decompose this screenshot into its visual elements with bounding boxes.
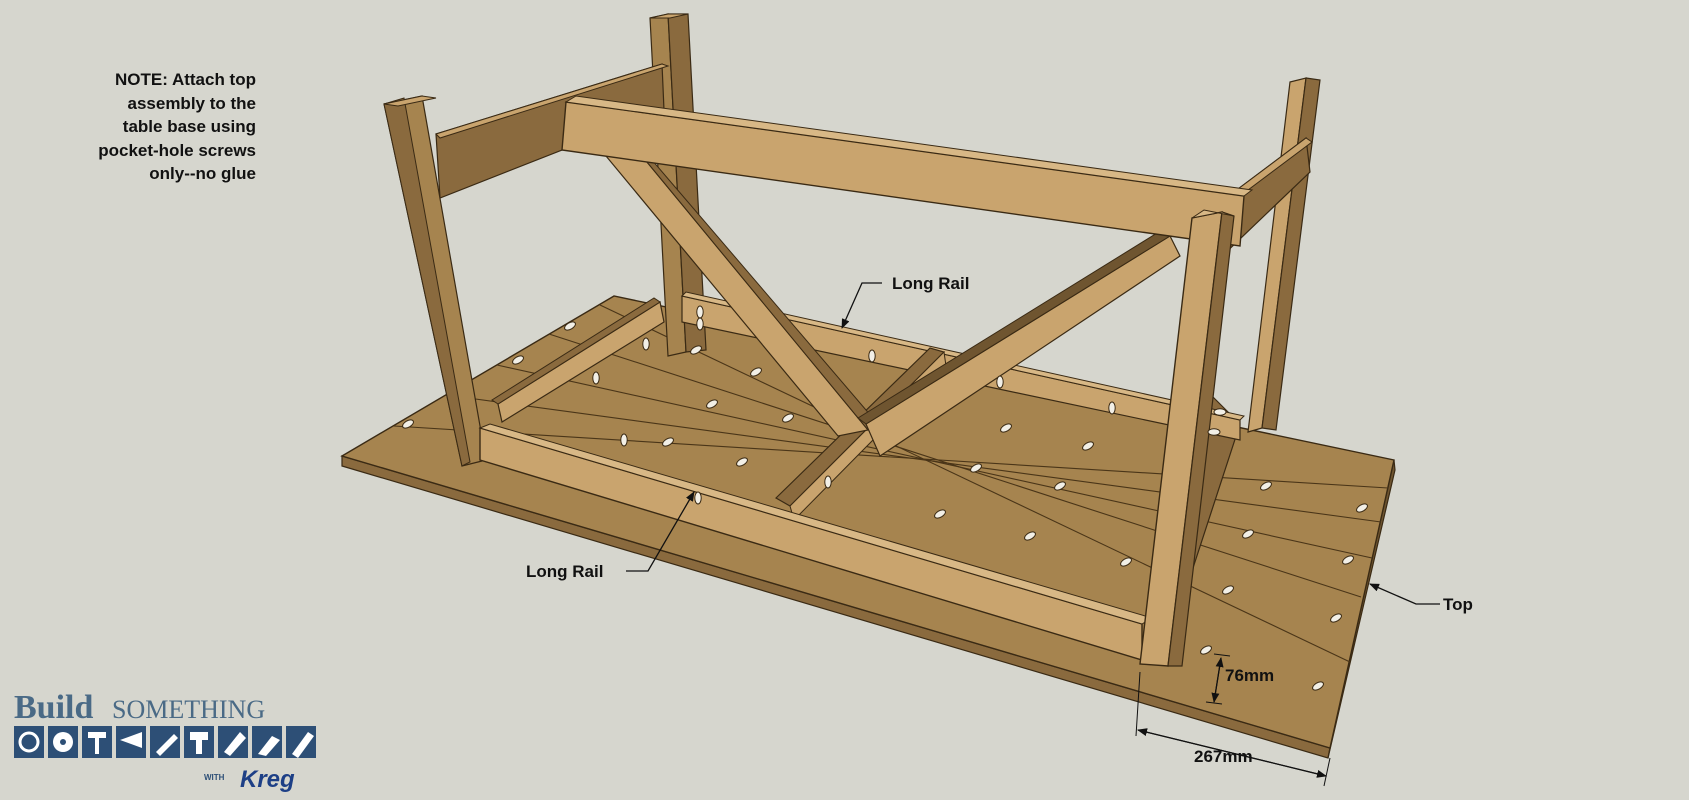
plank-seam [548, 333, 1362, 598]
front-left-leg [383, 95, 487, 467]
logo-tool-tiles [14, 726, 316, 758]
label-long-rail-upper: Long Rail [892, 274, 969, 293]
dimension-267mm: 267mm [1194, 747, 1253, 766]
dimension-76mm: 76mm [1225, 666, 1274, 685]
table-top [340, 295, 1396, 759]
note-line-2: assembly to the [127, 93, 257, 113]
note-line-1: NOTE: Attach top [114, 70, 256, 89]
logo-something-word: SOMETHING [112, 695, 265, 724]
label-top: Top [1443, 595, 1473, 614]
plank-seam [496, 364, 1373, 559]
plank-seam [599, 304, 1351, 663]
paint-icon [292, 732, 314, 758]
logo-kreg-brand: Kreg [240, 766, 295, 793]
note-line-3: table base using [122, 117, 256, 136]
dimension-overhang: 267mm [1135, 671, 1331, 787]
brush-icon [224, 732, 246, 756]
left-short-rail [491, 297, 665, 423]
build-something-logo: Build SOMETHING WITH Kreg [14, 689, 316, 793]
logo-with: WITH [204, 773, 225, 782]
dimension-board-width: 76mm [1205, 653, 1274, 705]
note-line-5: only--no glue [149, 164, 256, 183]
back-right-leg [1247, 77, 1321, 433]
screwdriver-icon [156, 734, 178, 756]
callout-top: Top [1369, 583, 1473, 614]
label-long-rail-lower: Long Rail [526, 562, 603, 581]
callout-long-rail-upper: Long Rail [841, 274, 969, 329]
front-upper-long-rail [561, 95, 1254, 247]
note-line-4: pocket-hole screws [98, 140, 256, 160]
hammer-icon [88, 732, 106, 754]
camera-icon [18, 731, 40, 753]
callout-long-rail-lower: Long Rail [526, 491, 695, 581]
roller-icon [258, 736, 280, 756]
clamp-icon [190, 732, 208, 754]
assembly-note: NOTE: Attach top assembly to the table b… [40, 68, 256, 186]
plank-seam [445, 394, 1382, 523]
logo-build-word: Build [14, 689, 93, 726]
front-right-leg [1139, 209, 1235, 667]
diagonal-brace-right [857, 229, 1181, 457]
drill-icon [120, 732, 142, 748]
